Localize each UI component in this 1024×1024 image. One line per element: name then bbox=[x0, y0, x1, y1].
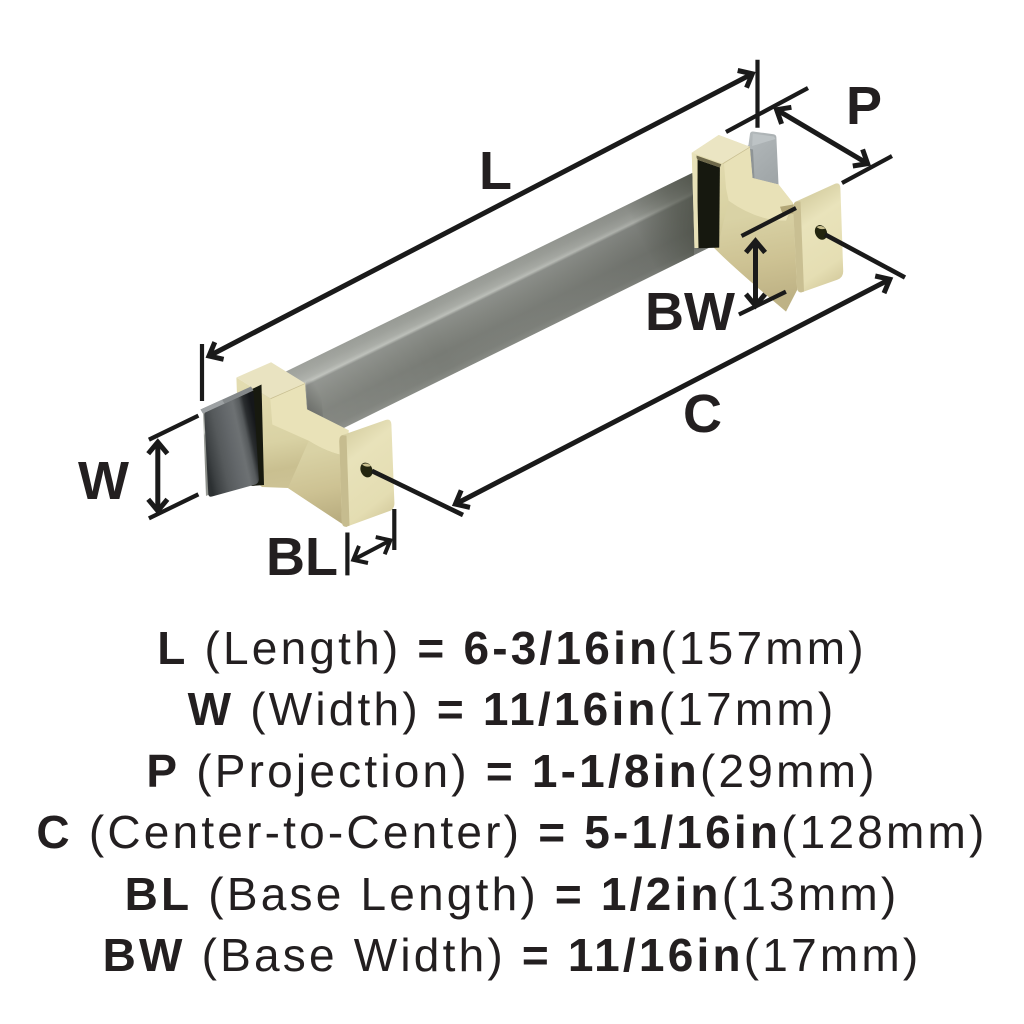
svg-text:C: C bbox=[683, 384, 722, 444]
svg-text:P: P bbox=[846, 76, 882, 136]
svg-text:BL: BL bbox=[266, 527, 338, 587]
svg-text:BW: BW bbox=[645, 282, 735, 342]
svg-text:L: L bbox=[479, 141, 512, 201]
svg-text:W: W bbox=[78, 451, 129, 511]
